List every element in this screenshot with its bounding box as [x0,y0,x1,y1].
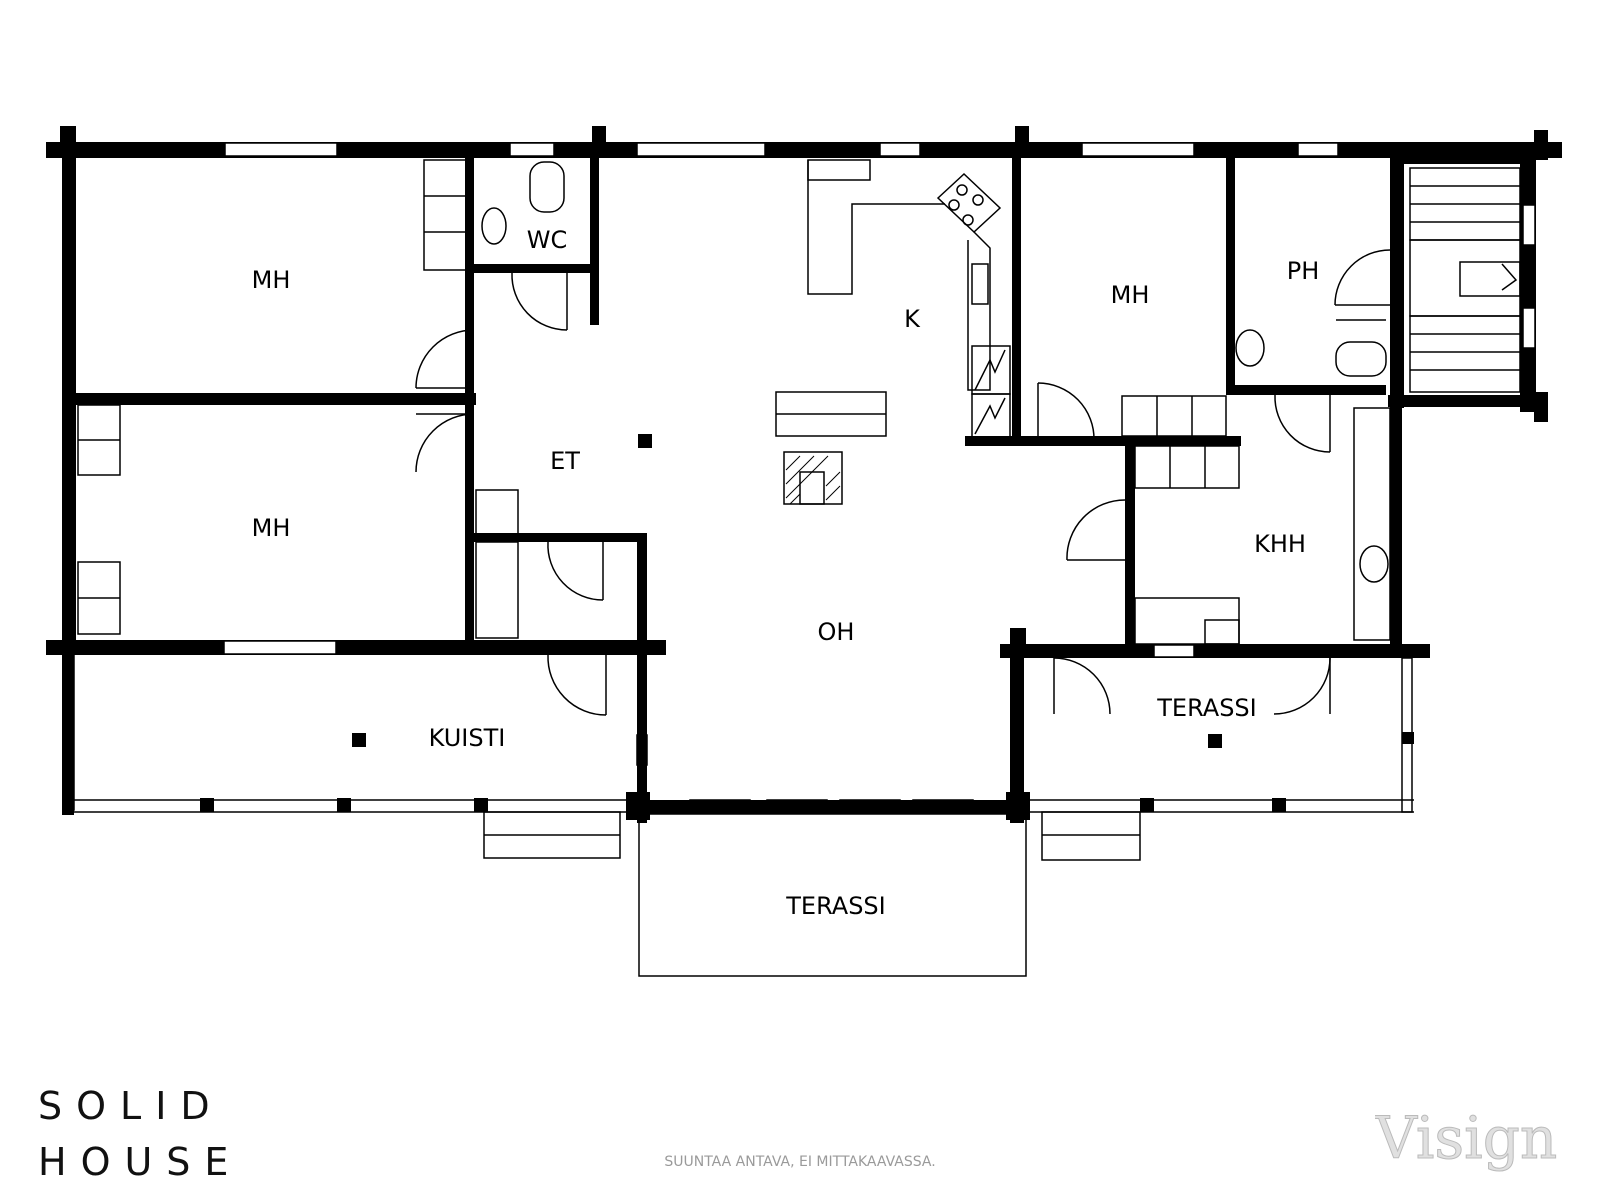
disclaimer-text: SUUNTAA ANTAVA, EI MITTAKAAVASSA. [664,1154,936,1170]
room-label-mh-right: MH [1111,281,1150,309]
room-label-mh-top-left: MH [252,266,291,294]
visign-watermark: Visign [1375,1104,1558,1173]
room-label-et: ET [550,447,580,475]
room-label-kuisti: KUISTI [429,724,506,752]
windows [223,142,1536,658]
terassi-right-outline [1011,657,1414,861]
room-label-oh: OH [818,618,855,646]
room-label-mh-bottom-left: MH [252,514,291,542]
brand-logo: SOLID HOUSE [38,1078,242,1190]
brand-line-2: HOUSE [38,1140,243,1184]
room-label-khh: KHH [1254,530,1306,558]
brand-line-1: SOLID [38,1084,224,1128]
room-label-terassi-right: TERASSI [1156,694,1257,722]
room-label-k: K [904,305,921,333]
room-label-wc: WC [527,226,568,254]
fixtures [77,159,1521,645]
room-label-terassi-bottom: TERASSI [785,892,886,920]
doors [415,249,1391,716]
walls [46,126,1562,823]
room-label-ph: PH [1287,257,1320,285]
terassi-bottom-outline [638,813,1027,977]
watermark-text: Visign [1375,1104,1557,1172]
